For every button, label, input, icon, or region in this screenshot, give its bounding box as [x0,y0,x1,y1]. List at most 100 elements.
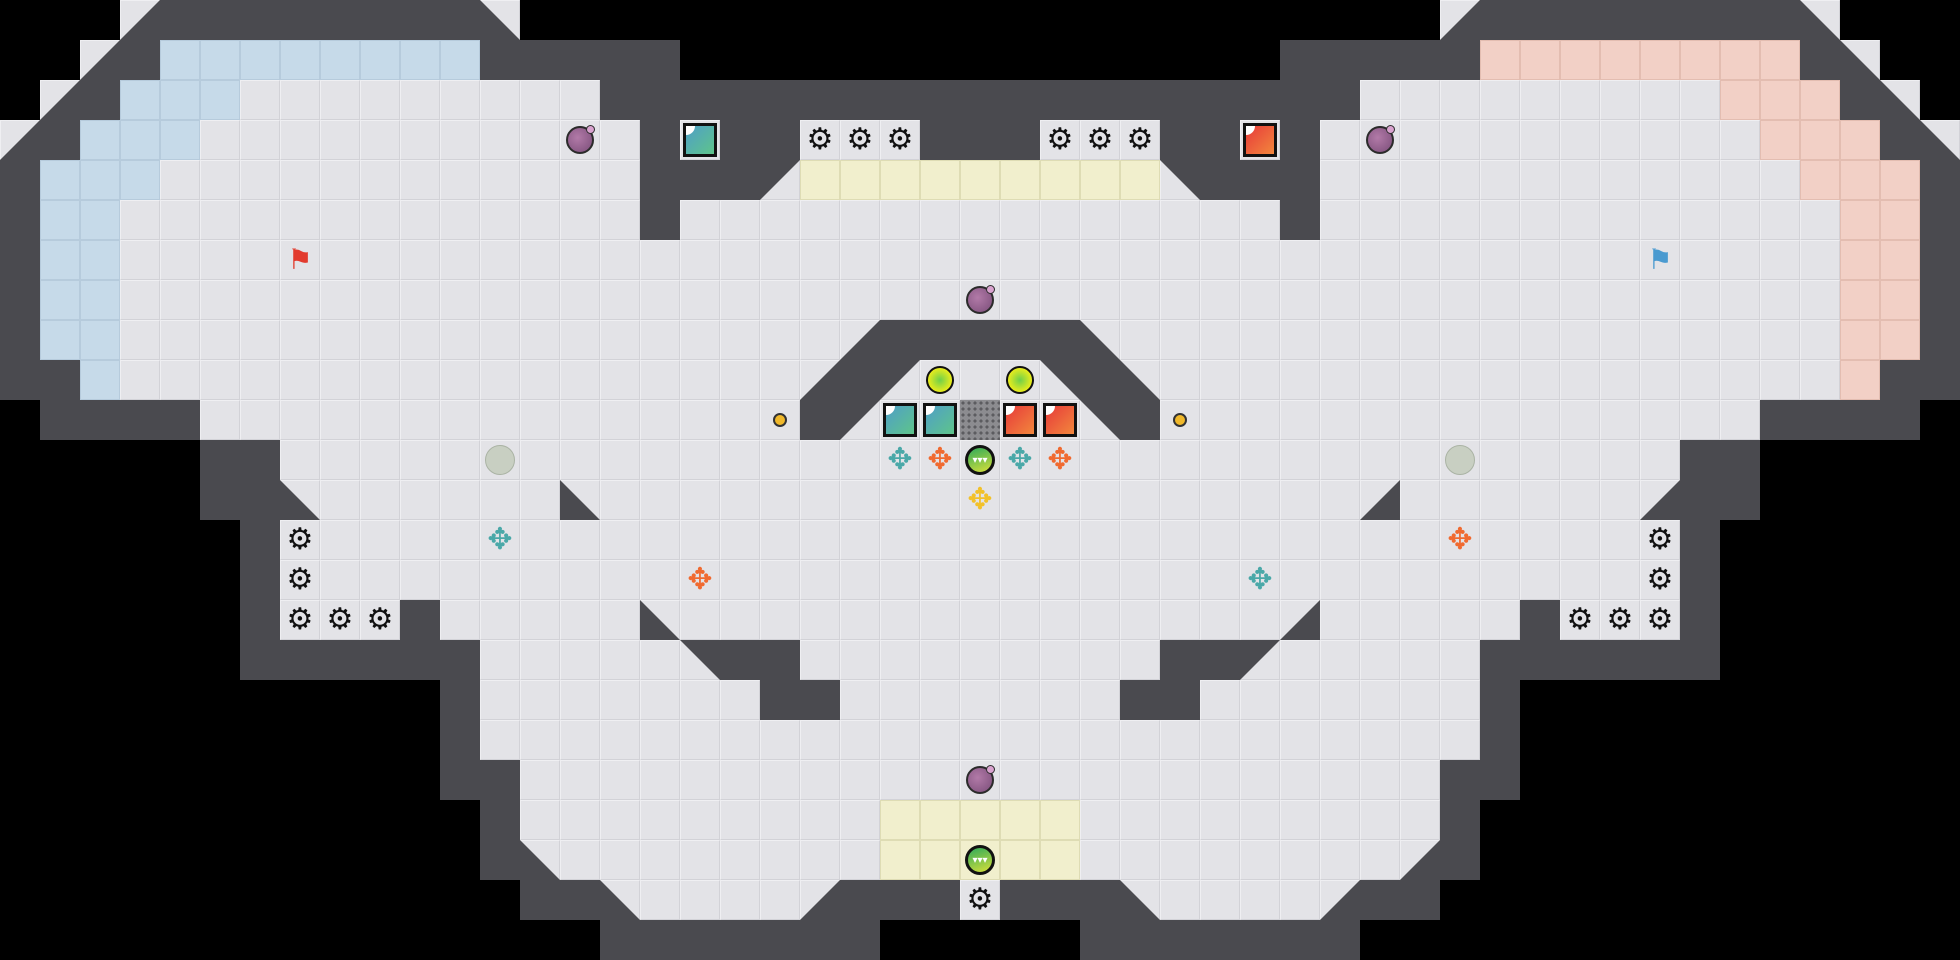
floor-tile [440,160,480,200]
floor-tile [1240,720,1280,760]
floor-tile [720,520,760,560]
wall-tile [720,120,760,160]
floor-tile [440,480,480,520]
floor-tile [1160,840,1200,880]
wall-tile [440,0,480,40]
floor-tile [1600,320,1640,360]
floor-tile [1560,160,1600,200]
floor-tile [1320,280,1360,320]
floor-tile [600,520,640,560]
floor-tile [320,120,360,160]
floor-tile [1120,560,1160,600]
floor-tile [1160,280,1200,320]
wall-tile [1480,0,1520,40]
floor-tile [360,120,400,160]
red-endzone-tile [1880,160,1920,200]
floor-tile [240,400,280,440]
wall-tile [1160,680,1200,720]
wall-tile [960,120,1000,160]
floor-tile [240,320,280,360]
floor-tile [1120,640,1160,680]
floor-tile [600,680,640,720]
floor-tile [1400,800,1440,840]
spike-icon-glyph: ⚙ [806,122,834,157]
bomb-icon [560,120,600,160]
floor-tile [840,120,880,160]
floor-tile [960,200,1000,240]
spike-icon-glyph: ⚙ [1046,122,1074,157]
floor-tile [1640,320,1680,360]
blue-endzone-tile [80,240,120,280]
floor-tile [760,440,800,480]
wall-tile [920,80,960,120]
floor-tile [1200,200,1240,240]
inactive-bomb-icon [1440,440,1480,480]
floor-tile [1560,400,1600,440]
floor-tile [640,880,680,920]
floor-tile [640,800,680,840]
spike-icon: ⚙ [1640,600,1680,640]
floor-tile [880,120,920,160]
floor-tile [880,680,920,720]
floor-tile [560,600,600,640]
floor-tile [1400,720,1440,760]
wall-tile [640,80,680,120]
floor-tile [760,760,800,800]
floor-tile [120,320,160,360]
floor-tile [400,560,440,600]
floor-tile [1400,120,1440,160]
spike-icon: ⚙ [280,600,320,640]
floor-tile [680,800,720,840]
powerup-icon-glyph [1006,366,1034,394]
wall-tile [1520,640,1560,680]
floor-tile [1080,600,1120,640]
floor-tile [1160,240,1200,280]
floor-tile [1400,280,1440,320]
floor-tile [1360,240,1400,280]
floor-tile [240,200,280,240]
floor-tile [480,400,520,440]
blue-endzone-tile [80,200,120,240]
floor-tile [680,720,720,760]
floor-tile [760,520,800,560]
floor-tile [560,800,600,840]
floor-tile [360,200,400,240]
wall-tile [240,520,280,560]
floor-tile [1200,360,1240,400]
floor-tile [1480,320,1520,360]
teal-boost-icon-glyph: ✥ [1247,562,1273,597]
floor-tile [720,280,760,320]
floor-tile [1320,120,1360,160]
floor-tile [880,640,920,680]
floor-tile [1200,600,1240,640]
floor-tile [840,600,880,640]
floor-tile [600,400,640,440]
floor-tile [1080,640,1120,680]
floor-tile [1000,720,1040,760]
floor-tile [720,880,760,920]
floor-tile [600,160,640,200]
wall-tile [1160,120,1200,160]
floor-tile [1000,560,1040,600]
wall-tile [1520,0,1560,40]
floor-tile [1600,440,1640,480]
floor-tile [1000,760,1040,800]
red-flag-icon: ⚑ [280,240,320,280]
neutral-zone-tile [1040,800,1080,840]
floor-tile [1400,80,1440,120]
floor-tile [1240,600,1280,640]
floor-tile [560,360,600,400]
wall-tile [280,0,320,40]
blue-team-tile [920,400,960,440]
floor-tile [1240,320,1280,360]
neutral-zone-tile [920,800,960,840]
wall-tile [0,160,40,200]
wall-tile [1640,640,1680,680]
spike-icon-glyph: ⚙ [1646,562,1674,597]
blue-team-tile-glyph [883,403,917,437]
wall-tile [1920,280,1960,320]
floor-tile [1520,440,1560,480]
floor-tile [1200,480,1240,520]
floor-tile [1000,200,1040,240]
floor-tile [520,480,560,520]
